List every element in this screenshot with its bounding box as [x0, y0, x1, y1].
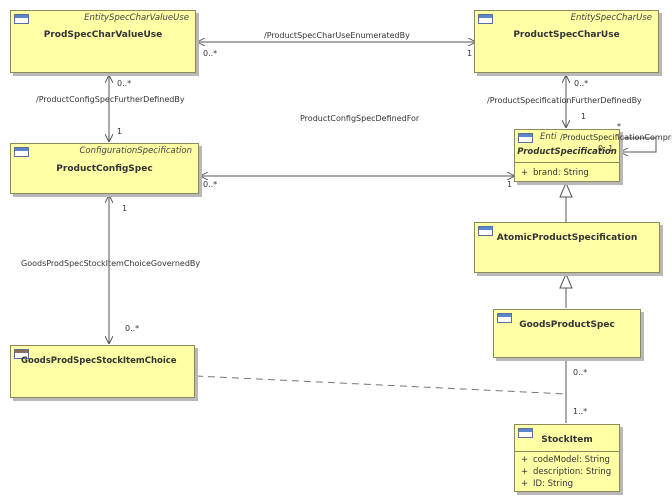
assoc-config-spec-defined-for-label: ProductConfigSpecDefinedFor	[300, 114, 420, 123]
class-prod-spec-char-value-use[interactable]: EntitySpecCharValueUse ProdSpecCharValue…	[10, 10, 196, 73]
class-stock-item[interactable]: StockItem + codeModel: String + descriptio…	[514, 424, 620, 492]
class-goods-prod-spec-stock-item-choice[interactable]: GoodsProdSpecStockItemChoice	[10, 345, 195, 398]
assoc-enumerated-by-label: /ProductSpecCharUseEnumeratedBy	[264, 31, 410, 40]
class-compartment-separator	[515, 451, 619, 452]
class-icon	[14, 349, 29, 359]
assoc-goods-stock-item-target-mult: 1..*	[573, 407, 588, 416]
association-class-connector[interactable]	[195, 375, 567, 395]
assoc-spec-comprised-of-line[interactable]	[620, 137, 657, 152]
attribute-visibility: +	[521, 479, 529, 489]
attribute-visibility: +	[521, 168, 529, 178]
class-stereotype: EntitySpecCharUse	[570, 13, 652, 23]
assoc-config-further-defined-by-label: /ProductConfigSpecFurtherDefinedBy	[36, 95, 185, 104]
assoc-config-further-defined-by-target-mult: 1	[117, 127, 123, 136]
class-name: GoodsProductSpec	[519, 320, 615, 330]
class-name: GoodsProdSpecStockItemChoice	[21, 356, 177, 366]
attribute-text: ID: String	[533, 479, 573, 489]
attribute-text: codeModel: String	[533, 455, 610, 465]
class-attribute: + codeModel: String	[521, 455, 610, 465]
class-product-specification[interactable]: Enti ProductSpecification + brand: String	[514, 129, 620, 182]
class-icon	[478, 14, 493, 24]
class-icon	[518, 428, 533, 438]
assoc-stock-item-choice-governed-by-target-mult: 0..*	[125, 324, 140, 333]
assoc-config-further-defined-by-source-mult: 0..*	[117, 79, 132, 88]
class-product-spec-char-use[interactable]: EntitySpecCharUse ProductSpecCharUse	[474, 10, 659, 73]
class-icon	[518, 133, 533, 143]
class-name: StockItem	[541, 435, 593, 445]
class-product-config-spec[interactable]: ConfigurationSpecification ProductConfig…	[10, 143, 199, 194]
assoc-spec-comprised-of-label: /ProductSpecificationCompri	[560, 133, 672, 142]
class-name: ProdSpecCharValueUse	[43, 30, 163, 40]
class-stereotype: Enti	[540, 132, 557, 142]
assoc-spec-further-defined-by-target-mult: 1	[581, 112, 587, 121]
class-stereotype: ConfigurationSpecification	[79, 146, 193, 156]
class-icon	[497, 313, 512, 323]
attribute-text: description: String	[533, 467, 612, 477]
class-icon	[14, 147, 29, 157]
attribute-visibility: +	[521, 455, 529, 465]
attribute-text: brand: String	[533, 168, 589, 178]
assoc-stock-item-choice-governed-by-label: GoodsProdSpecStockItemChoiceGovernedBy	[21, 259, 201, 268]
class-stereotype: EntitySpecCharValueUse	[84, 13, 189, 23]
class-icon	[14, 14, 29, 24]
class-attribute: + ID: String	[521, 479, 573, 489]
attribute-visibility: +	[521, 467, 529, 477]
class-atomic-product-specification[interactable]: AtomicProductSpecification	[474, 222, 660, 273]
class-name: AtomicProductSpecification	[496, 233, 638, 243]
assoc-enumerated-by-source-mult: 0..*	[203, 49, 218, 58]
assoc-stock-item-choice-governed-by-source-mult: 1	[122, 204, 128, 213]
assoc-enumerated-by-target-mult: 1	[467, 49, 473, 58]
class-icon	[478, 226, 493, 236]
assoc-spec-further-defined-by-source-mult: 0..*	[574, 79, 589, 88]
assoc-config-spec-defined-for-target-mult: 1	[507, 180, 513, 189]
assoc-spec-comprised-of-source-mult: *	[617, 122, 621, 131]
class-attribute: + description: String	[521, 467, 611, 477]
class-attribute: + brand: String	[521, 168, 589, 178]
class-goods-product-spec[interactable]: GoodsProductSpec	[493, 309, 641, 358]
generalization-atomic-arrowhead	[559, 181, 573, 198]
assoc-goods-stock-item-source-mult: 0..*	[573, 368, 588, 377]
class-name: ProductSpecification	[517, 147, 617, 157]
class-name: ProductSpecCharUse	[513, 30, 620, 40]
assoc-spec-comprised-of-target-mult: 0..1	[598, 144, 614, 153]
class-name: ProductConfigSpec	[56, 164, 153, 174]
class-compartment-separator	[515, 162, 619, 163]
generalization-goods-arrowhead	[559, 272, 573, 289]
assoc-config-spec-defined-for-source-mult: 0..*	[203, 180, 218, 189]
assoc-spec-further-defined-by-label: /ProductSpecificationFurtherDefinedBy	[487, 96, 642, 105]
